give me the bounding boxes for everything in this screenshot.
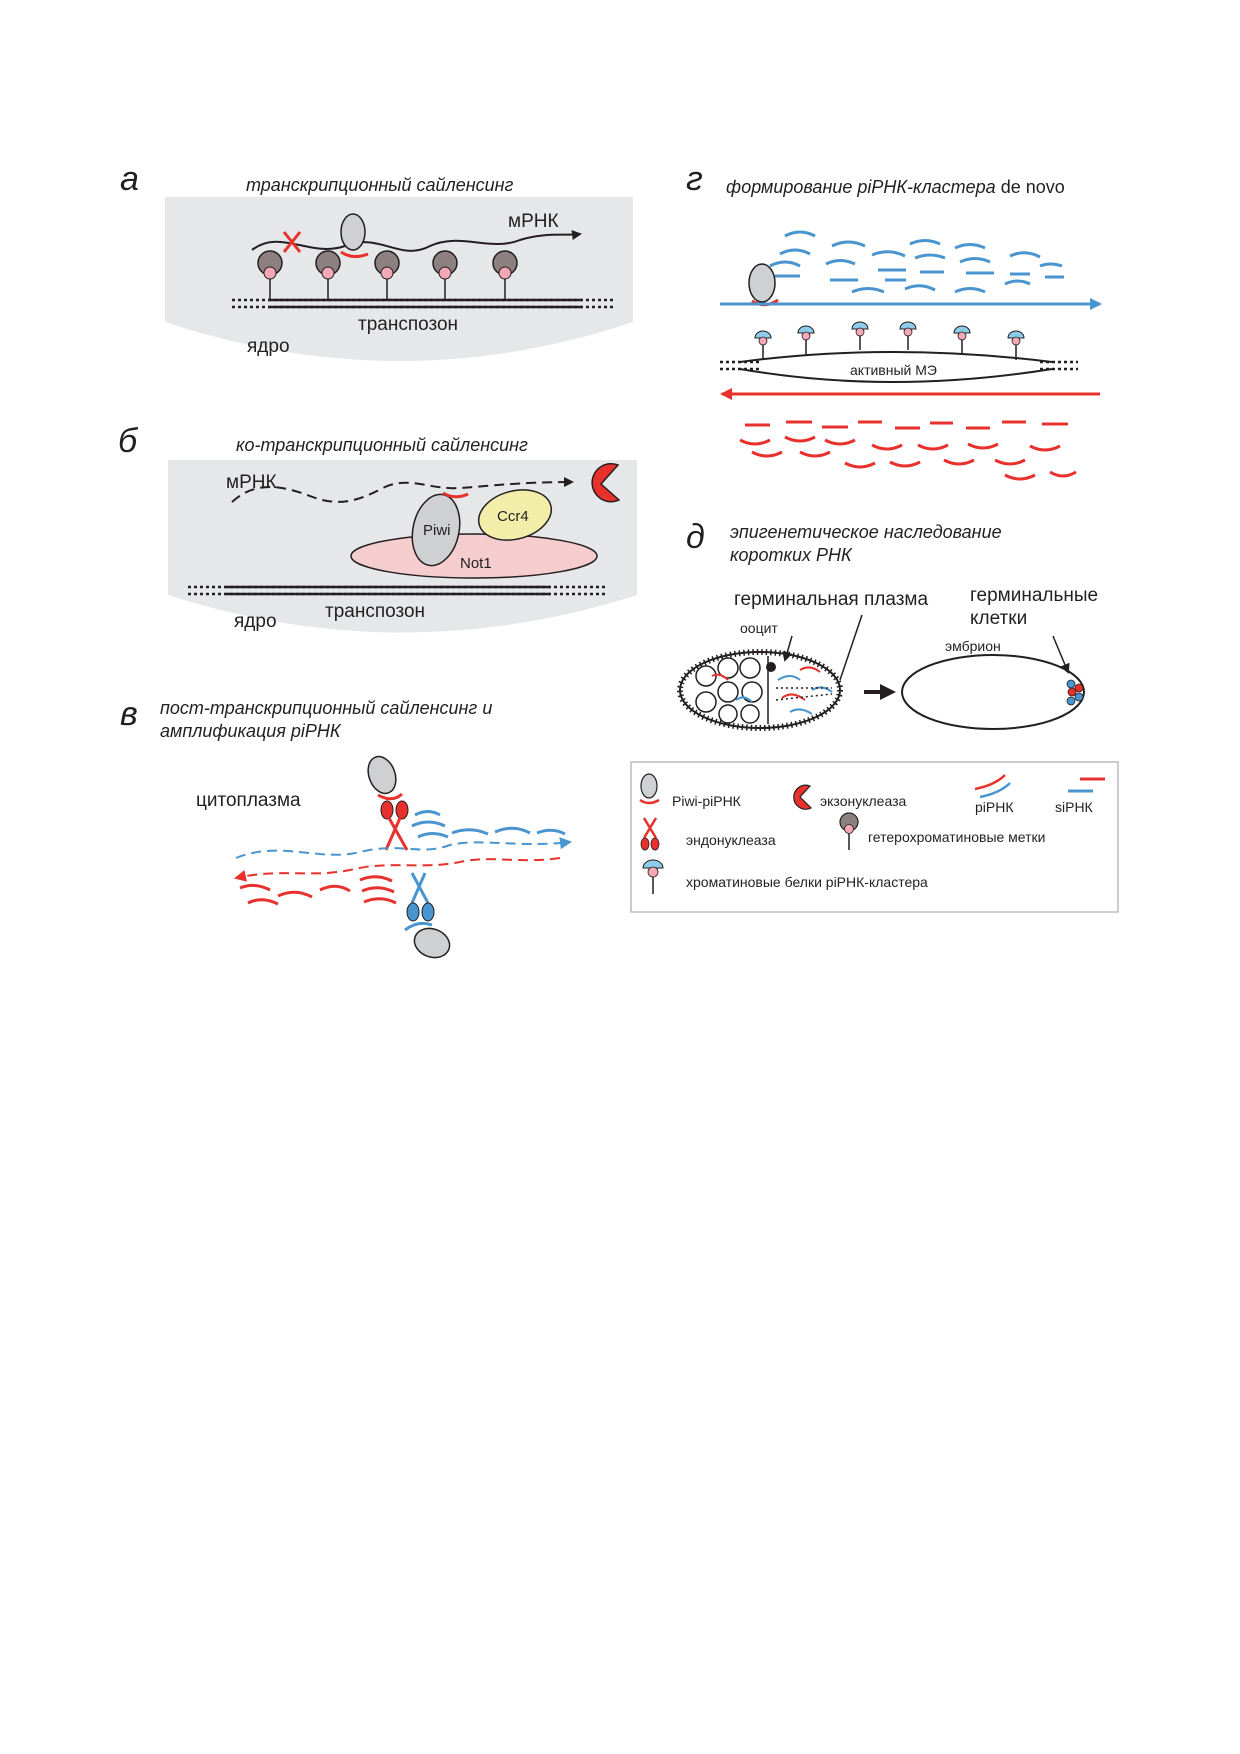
antisense-transcript (234, 857, 561, 882)
germ-cells-label-1: герминальные (970, 585, 1098, 606)
exonuclease-icon (591, 462, 621, 503)
pirna-fragments-blue (769, 230, 1064, 294)
heterochromatin-mark (257, 250, 283, 300)
heterochromatin-mark (315, 250, 341, 300)
panel-v-letter: в (120, 695, 138, 733)
cytoplasm-label: цитоплазма (196, 790, 301, 811)
pirna-icon (442, 491, 469, 499)
panel-g-letter: г (686, 160, 703, 198)
panel-b-transposon-label: транспозон (325, 601, 425, 622)
pirna-fragments (239, 875, 397, 906)
not1-label: Not1 (460, 555, 492, 572)
panel-b-title: ко-транскрипционный сайленсинг (236, 435, 528, 455)
panel-b-letter: б (118, 422, 139, 460)
heterochromatin-mark (839, 812, 859, 850)
embryo-label: эмбрион (945, 638, 1001, 654)
piwi-icon (640, 773, 658, 799)
sense-transcript (235, 837, 572, 859)
panel-b-mrna-label: мРНК (226, 472, 277, 493)
oocyte-label: ооцит (740, 620, 778, 636)
cluster-protein-mark (899, 321, 917, 350)
heterochromatin-mark (374, 250, 400, 300)
piwi-label: Piwi (423, 522, 451, 539)
legend-pirna: piРНК (975, 799, 1014, 815)
panel-g-title: формирование piРНК-кластера de novo (726, 177, 1065, 197)
panel-d-title-line1: эпигенетическое наследование (730, 522, 1002, 542)
legend-endonuclease: эндонуклеаза (686, 832, 776, 848)
exonuclease-icon (793, 784, 813, 810)
piwi-icon (413, 927, 451, 959)
endonuclease-icon (640, 817, 660, 851)
legend: Piwi-piРНК экзонуклеаза piРНК siРНК эндо… (630, 761, 1119, 913)
cluster-protein-mark (642, 859, 664, 894)
egg-chamber (677, 649, 843, 731)
panel-a: а транскрипционный сайленсинг (120, 160, 633, 361)
pirna-fragments-red (739, 420, 1077, 481)
piwi-icon (340, 213, 366, 251)
panel-d-letter: д (686, 518, 705, 556)
panel-d: д эпигенетическое наследование коротких … (677, 518, 1098, 731)
panel-b: б ко-транскрипционный сайленсинг Not1 Pi… (118, 422, 637, 633)
active-te-dna (739, 351, 1053, 363)
legend-piwi-pirna: Piwi-piРНК (672, 793, 742, 809)
block-x-icon (282, 231, 302, 253)
germ-plasm-label: герминальная плазма (734, 589, 928, 610)
embryo-icon (901, 654, 1085, 730)
piwi-icon (367, 755, 397, 795)
panel-a-transposon-label: транспозон (358, 314, 458, 335)
panel-a-mrna-label: мРНК (508, 211, 559, 232)
cluster-protein-mark (953, 325, 971, 355)
panel-v-title-line1: пост-транскрипционный сайленсинг и (160, 698, 492, 718)
panel-g-title-plain: de novo (996, 177, 1065, 197)
panel-d-title-line2: коротких РНК (730, 545, 853, 565)
pirna-icon (639, 798, 660, 805)
panel-b-nucleus-label: ядро (234, 611, 277, 632)
germ-cells-icon (1066, 679, 1084, 706)
arrow-icon (864, 684, 896, 700)
panel-g-title-italic: формирование piРНК-кластера (726, 177, 996, 197)
panel-a-nucleus-label: ядро (247, 336, 290, 357)
piwi-icon (748, 263, 776, 303)
panel-v-title-line2: амплификация piРНК (160, 721, 342, 741)
active-te-label: активный МЭ (850, 362, 937, 378)
pirna-icon (404, 921, 433, 932)
mrna-line (231, 477, 574, 503)
legend-heterochromatin: гетерохроматиновые метки (868, 829, 1045, 845)
germ-cells-label-2: клетки (970, 608, 1027, 629)
heterochromatin-mark (492, 250, 518, 300)
ccr4-icon (477, 489, 553, 541)
legend-exonuclease: экзонуклеаза (820, 793, 906, 809)
heterochromatin-mark (432, 250, 458, 300)
panel-a-title: транскрипционный сайленсинг (246, 175, 514, 195)
cluster-protein-mark (851, 321, 869, 350)
panel-v: в пост-транскрипционный сайленсинг и амп… (120, 695, 572, 959)
panel-g: г формирование piРНК-кластера de novo (686, 160, 1102, 481)
pirna-legend-icon (974, 774, 1011, 799)
sirna-fragments (411, 810, 566, 839)
panel-a-letter: а (120, 160, 139, 198)
nucleus-shape (165, 197, 633, 361)
endonuclease-icon (406, 872, 435, 922)
mrna-line (251, 230, 582, 252)
legend-cluster-proteins: хроматиновые белки piРНК-кластера (686, 874, 928, 890)
pirna-icon (377, 792, 404, 801)
pirna-icon (340, 250, 369, 259)
cluster-protein-mark (797, 325, 815, 355)
cluster-protein-mark (754, 330, 772, 360)
cluster-protein-mark (1007, 330, 1025, 360)
endonuclease-icon (380, 800, 409, 851)
legend-sirna: siРНК (1055, 799, 1094, 815)
ccr4-label: Ccr4 (497, 508, 529, 525)
